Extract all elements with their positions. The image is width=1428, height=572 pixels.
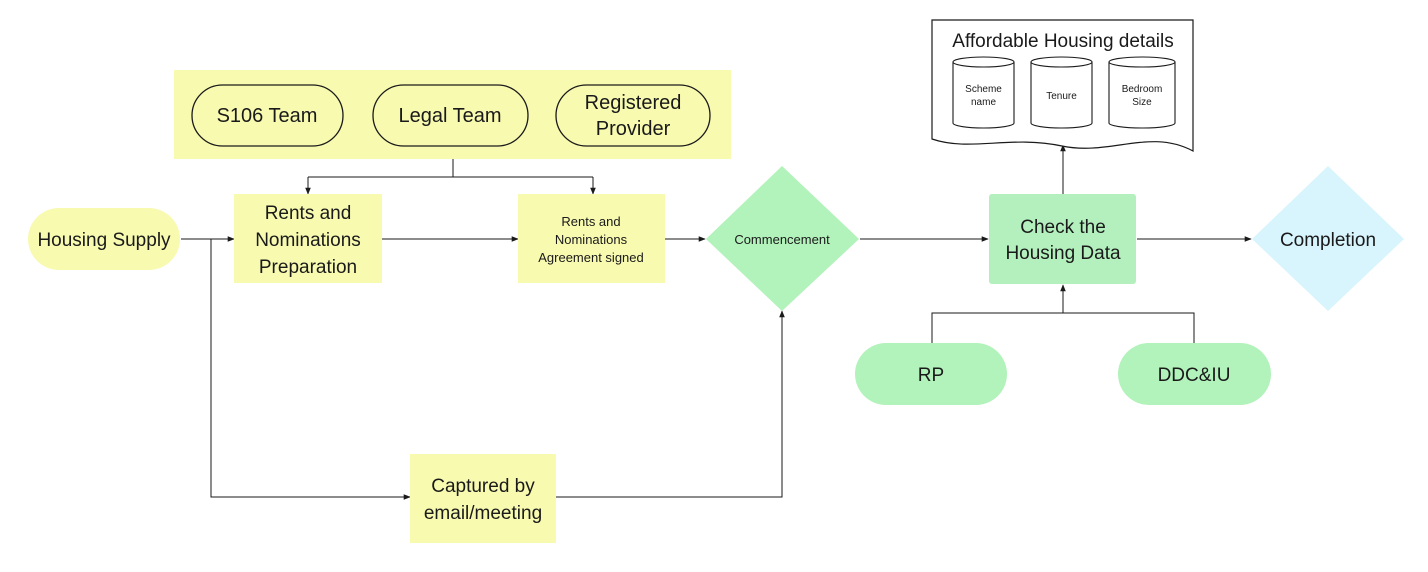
- connector-rp-up: [931, 312, 1195, 343]
- completion-label: Completion: [1280, 230, 1376, 251]
- rents-agreement-line3: Agreement signed: [538, 250, 644, 265]
- rp-node[interactable]: RP: [855, 343, 1007, 405]
- rp-label: RP: [918, 365, 944, 386]
- rents-preparation-line3: Preparation: [259, 257, 357, 278]
- arrow-supply-to-captured: [210, 239, 411, 500]
- rents-agreement-line2: Nominations: [555, 232, 628, 247]
- scheme-name-cylinder: Scheme name: [952, 56, 1015, 129]
- ddc-iu-node[interactable]: DDC&IU: [1118, 343, 1271, 405]
- affordable-housing-details-node[interactable]: Affordable Housing details Scheme name T…: [931, 19, 1194, 153]
- scheme-name-line2: name: [971, 97, 996, 108]
- bedroom-size-cylinder: Bedroom Size: [1108, 56, 1176, 129]
- registered-provider-label-line2: Provider: [596, 118, 671, 140]
- registered-provider-node[interactable]: Registered Provider: [555, 84, 711, 147]
- bedroom-size-line2: Size: [1132, 97, 1152, 108]
- legal-team-node[interactable]: Legal Team: [372, 84, 529, 147]
- commencement-label: Commencement: [734, 232, 830, 247]
- arrow-captured-to-commencement: [556, 310, 785, 498]
- check-housing-data-node[interactable]: Check the Housing Data: [989, 194, 1136, 284]
- ddc-iu-label: DDC&IU: [1158, 365, 1231, 386]
- registered-provider-label-line1: Registered: [585, 92, 682, 114]
- tenure-cylinder: Tenure: [1030, 56, 1093, 129]
- housing-supply-node[interactable]: Housing Supply: [28, 208, 180, 270]
- scheme-name-line1: Scheme: [965, 84, 1002, 95]
- tenure-label: Tenure: [1046, 91, 1077, 102]
- rents-preparation-node[interactable]: Rents and Nominations Preparation: [234, 194, 382, 283]
- legal-team-label: Legal Team: [398, 105, 501, 127]
- connectors: [181, 144, 1252, 500]
- s106-team-node[interactable]: S106 Team: [191, 84, 344, 147]
- affordable-housing-title: Affordable Housing details: [952, 31, 1173, 52]
- housing-supply-label: Housing Supply: [37, 230, 171, 251]
- rents-preparation-line1: Rents and: [265, 203, 352, 224]
- rents-agreement-line1: Rents and: [561, 214, 620, 229]
- rents-preparation-line2: Nominations: [255, 230, 361, 251]
- check-housing-data-line1: Check the: [1020, 217, 1106, 238]
- captured-node[interactable]: Captured by email/meeting: [410, 454, 556, 543]
- bedroom-size-line1: Bedroom: [1122, 84, 1163, 95]
- s106-team-label: S106 Team: [217, 105, 318, 127]
- check-housing-data-line2: Housing Data: [1005, 243, 1121, 264]
- rents-agreement-signed-node[interactable]: Rents and Nominations Agreement signed: [518, 194, 665, 283]
- commencement-node[interactable]: Commencement: [706, 166, 859, 311]
- captured-line1: Captured by: [431, 476, 535, 497]
- captured-line2: email/meeting: [424, 503, 542, 524]
- completion-node[interactable]: Completion: [1252, 166, 1404, 311]
